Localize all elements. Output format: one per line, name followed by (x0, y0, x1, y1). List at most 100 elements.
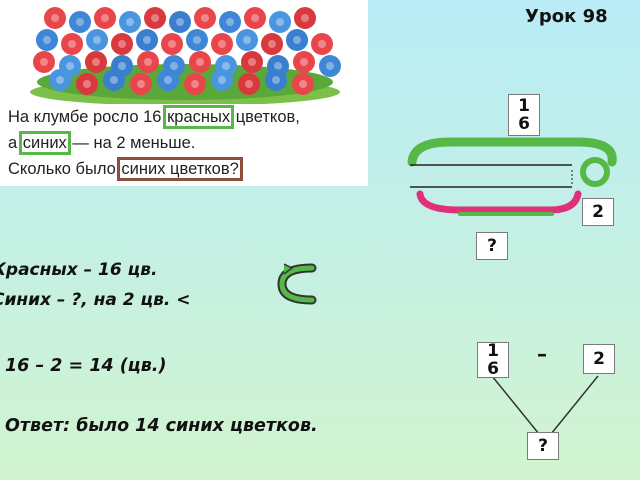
flower-center (170, 62, 178, 70)
flower-center (118, 40, 126, 48)
flower-center (144, 58, 152, 66)
tree-left-box: 16 (477, 342, 509, 378)
flower-center (301, 14, 309, 22)
flower-center (196, 58, 204, 66)
flower-center (251, 14, 259, 22)
flower-center (43, 36, 51, 44)
flower (137, 51, 159, 73)
flower (130, 73, 152, 95)
top-value-box: 16 (508, 94, 540, 136)
flower (238, 73, 260, 95)
flower (61, 33, 83, 55)
flower (211, 33, 233, 55)
green-brace (407, 137, 617, 167)
flower-center (226, 18, 234, 26)
problem-line-3: Сколько было синих цветков? (8, 157, 243, 181)
flower (86, 29, 108, 51)
flower-center (268, 40, 276, 48)
flower-center (118, 62, 126, 70)
flowerbed-illustration (30, 7, 341, 104)
problem-line-1: На клумбе росло 16 красных цветков, (8, 105, 300, 129)
flower-center (274, 62, 282, 70)
bracket-diagram: 16 2 ? (400, 90, 640, 270)
flower-center (68, 40, 76, 48)
answer-line: Ответ: было 14 синих цветков. (5, 416, 318, 436)
green-loop (580, 157, 610, 187)
flower (292, 73, 314, 95)
tree-operator: – (537, 342, 547, 366)
flower (265, 69, 287, 91)
flower (169, 11, 191, 33)
note-blue: Синих – ?, на 2 цв. < (0, 290, 191, 310)
bottom-value-box: ? (476, 232, 508, 260)
flower-center (276, 18, 284, 26)
flower-center (76, 18, 84, 26)
flower-center (293, 36, 301, 44)
flower (161, 33, 183, 55)
flower (33, 51, 55, 73)
flower (119, 11, 141, 33)
flower-center (318, 40, 326, 48)
flower-center (164, 76, 172, 84)
flower-center (126, 18, 134, 26)
flower-center (245, 80, 253, 88)
flower (94, 7, 116, 29)
flower-center (83, 80, 91, 88)
flower (294, 7, 316, 29)
flower-center (326, 62, 334, 70)
flower-center (243, 36, 251, 44)
pink-value-box: 2 (582, 198, 614, 226)
note-red: Красных – 16 цв. (0, 260, 158, 280)
flower-center (151, 14, 159, 22)
flower (286, 29, 308, 51)
flower (261, 33, 283, 55)
flower-center (248, 58, 256, 66)
flower-center (272, 76, 280, 84)
flower-center (40, 58, 48, 66)
problem-line-2: а синих — на 2 меньше. (8, 131, 196, 155)
flower (85, 51, 107, 73)
flower (236, 29, 258, 51)
flower (111, 33, 133, 55)
problem-text: На клумбе росло 16 красных цветков, а си… (8, 104, 300, 182)
flower (319, 55, 341, 77)
flower-center (92, 58, 100, 66)
flower (36, 29, 58, 51)
flower-center (201, 14, 209, 22)
flower-center (110, 76, 118, 84)
flower (189, 51, 211, 73)
flower-center (137, 80, 145, 88)
flower-center (299, 80, 307, 88)
problem-card: На клумбе росло 16 красных цветков, а си… (0, 0, 368, 186)
flower (184, 73, 206, 95)
flower (157, 69, 179, 91)
curved-arrow-icon (277, 263, 317, 305)
flower (219, 11, 241, 33)
flower-center (176, 18, 184, 26)
flower (241, 51, 263, 73)
flower (293, 51, 315, 73)
flower-center (191, 80, 199, 88)
flower-center (168, 40, 176, 48)
flower (311, 33, 333, 55)
flower-center (193, 36, 201, 44)
flower (269, 11, 291, 33)
flower-center (93, 36, 101, 44)
tree-result-box: ? (527, 432, 559, 460)
pink-brace (416, 190, 582, 214)
equation: 16 – 2 = 14 (цв.) (5, 356, 167, 376)
flower-center (218, 76, 226, 84)
flower-center (218, 40, 226, 48)
flower-center (222, 62, 230, 70)
tree-right-box: 2 (583, 344, 615, 374)
part-whole-tree: 16 – 2 ? (465, 340, 640, 465)
tree-left-branch (491, 375, 540, 435)
flower (194, 7, 216, 29)
flower (49, 69, 71, 91)
highlight-red-word: красных (163, 105, 235, 129)
flower-center (51, 14, 59, 22)
flower (244, 7, 266, 29)
answer-text: было 14 синих цветков. (70, 416, 318, 436)
flower (44, 7, 66, 29)
flower (186, 29, 208, 51)
